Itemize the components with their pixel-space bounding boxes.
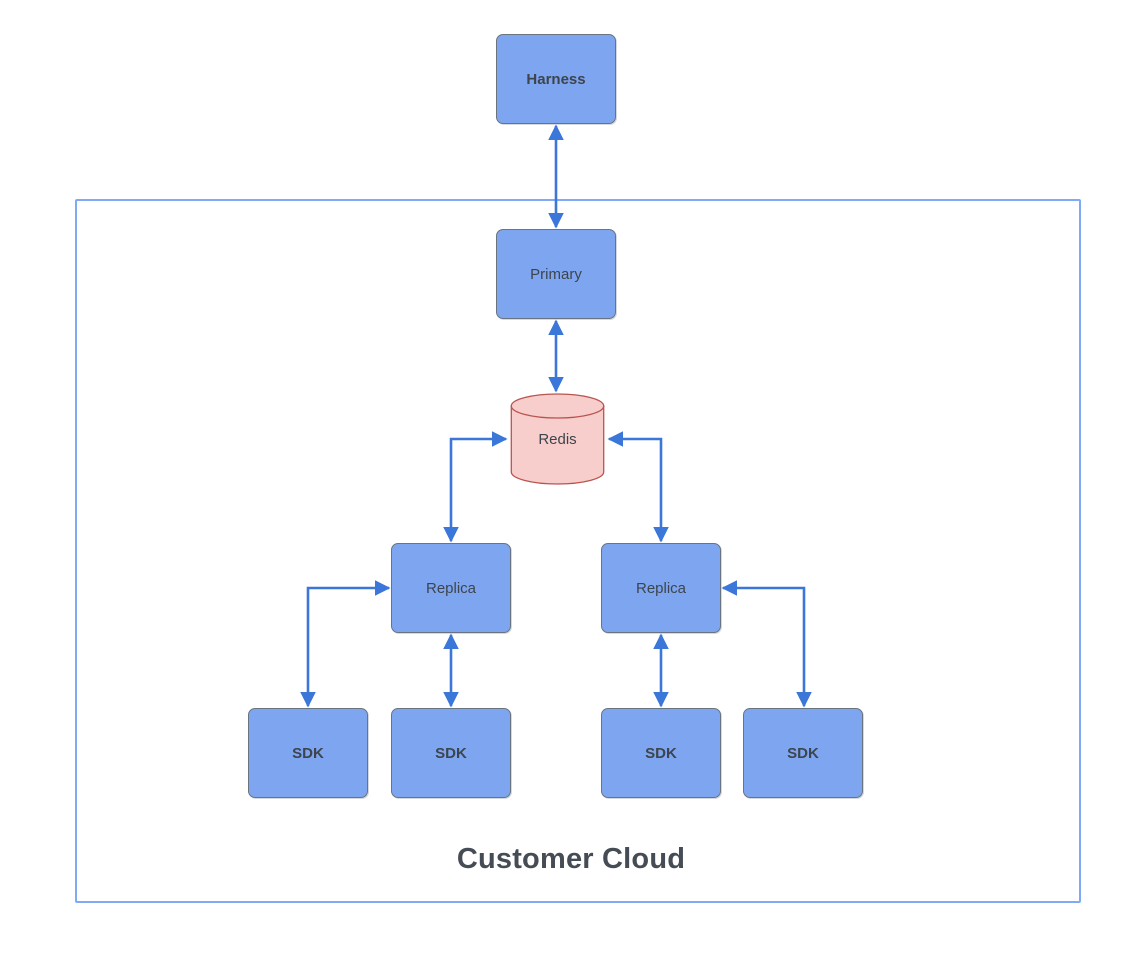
node-sdk-4-label: SDK xyxy=(787,744,819,762)
customer-cloud-label: Customer Cloud xyxy=(456,843,686,875)
node-sdk-2[interactable]: SDK xyxy=(391,708,511,798)
node-replica-right-label: Replica xyxy=(635,579,687,597)
node-primary[interactable]: Primary xyxy=(496,229,616,319)
node-sdk-3[interactable]: SDK xyxy=(601,708,721,798)
node-replica-right[interactable]: Replica xyxy=(601,543,721,633)
node-sdk-3-label: SDK xyxy=(645,744,677,762)
node-replica-left-label: Replica xyxy=(425,579,477,597)
node-sdk-1-label: SDK xyxy=(292,744,324,762)
node-sdk-2-label: SDK xyxy=(435,744,467,762)
node-redis-datastore[interactable]: Redis xyxy=(510,393,605,485)
cylinder-shape xyxy=(510,393,605,485)
node-sdk-4[interactable]: SDK xyxy=(743,708,863,798)
node-replica-left[interactable]: Replica xyxy=(391,543,511,633)
customer-cloud-container xyxy=(75,199,1081,903)
node-sdk-1[interactable]: SDK xyxy=(248,708,368,798)
node-harness-label: Harness xyxy=(526,70,586,88)
node-harness[interactable]: Harness xyxy=(496,34,616,124)
node-primary-label: Primary xyxy=(530,265,582,283)
